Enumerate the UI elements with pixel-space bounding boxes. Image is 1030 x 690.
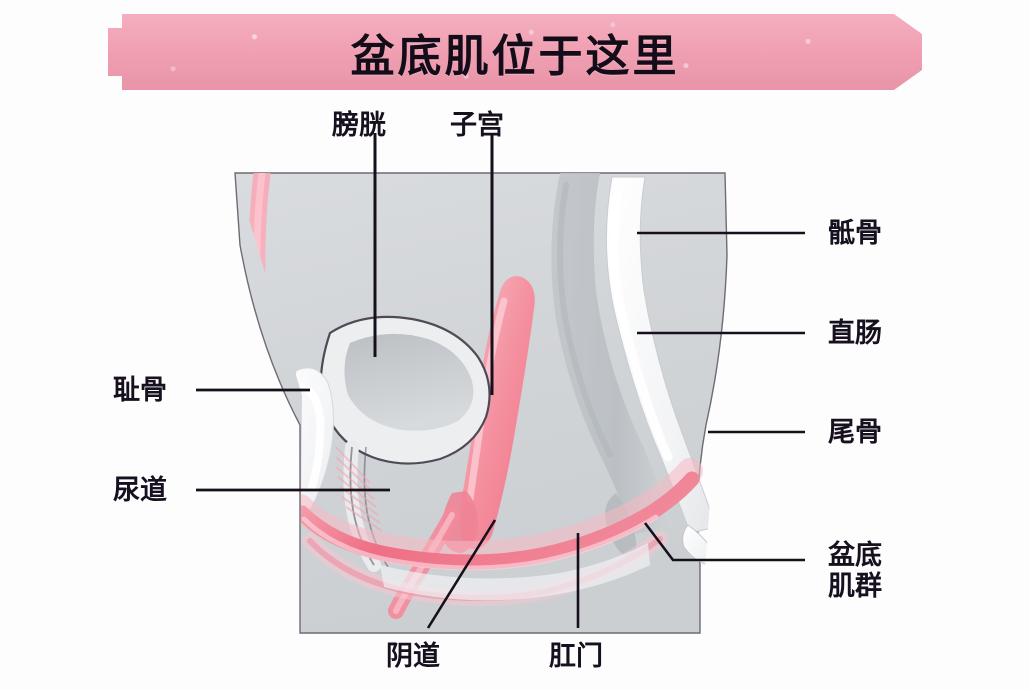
label-vagina: 阴道: [386, 641, 440, 671]
page-title: 盆底肌位于这里: [350, 32, 680, 81]
rectum-organ: [551, 173, 672, 535]
sacrum-bone: [606, 176, 717, 534]
label-rectum: 直肠: [828, 318, 882, 348]
label-sacrum: 骶骨: [828, 218, 882, 248]
title-banner: 盆底肌位于这里: [108, 14, 922, 90]
banner-ribbon-shape: [108, 14, 922, 90]
label-bladder: 膀胱: [332, 110, 386, 140]
label-anus: 肛门: [549, 641, 603, 671]
label-urethra: 尿道: [113, 475, 167, 505]
label-coccyx: 尾骨: [828, 417, 882, 447]
leader-lines: [196, 133, 805, 629]
bladder-organ: [319, 315, 491, 465]
label-pubis: 耻骨: [113, 375, 167, 405]
leader-line-pelvic-floor: [643, 522, 805, 562]
striated-muscle-fibers: [335, 446, 383, 532]
perineum-shading: [380, 543, 650, 601]
label-pelvic-floor-muscle-group: 盆底 肌群: [828, 540, 882, 603]
anatomy-illustration: [0, 95, 1030, 655]
label-pelvic-floor-line1: 盆底: [828, 540, 882, 570]
label-pelvic-floor-line2: 肌群: [828, 571, 882, 602]
leader-line-vagina: [426, 519, 497, 629]
label-uterus: 子宫: [450, 110, 504, 140]
pelvic-floor-muscle-group: [287, 458, 703, 607]
